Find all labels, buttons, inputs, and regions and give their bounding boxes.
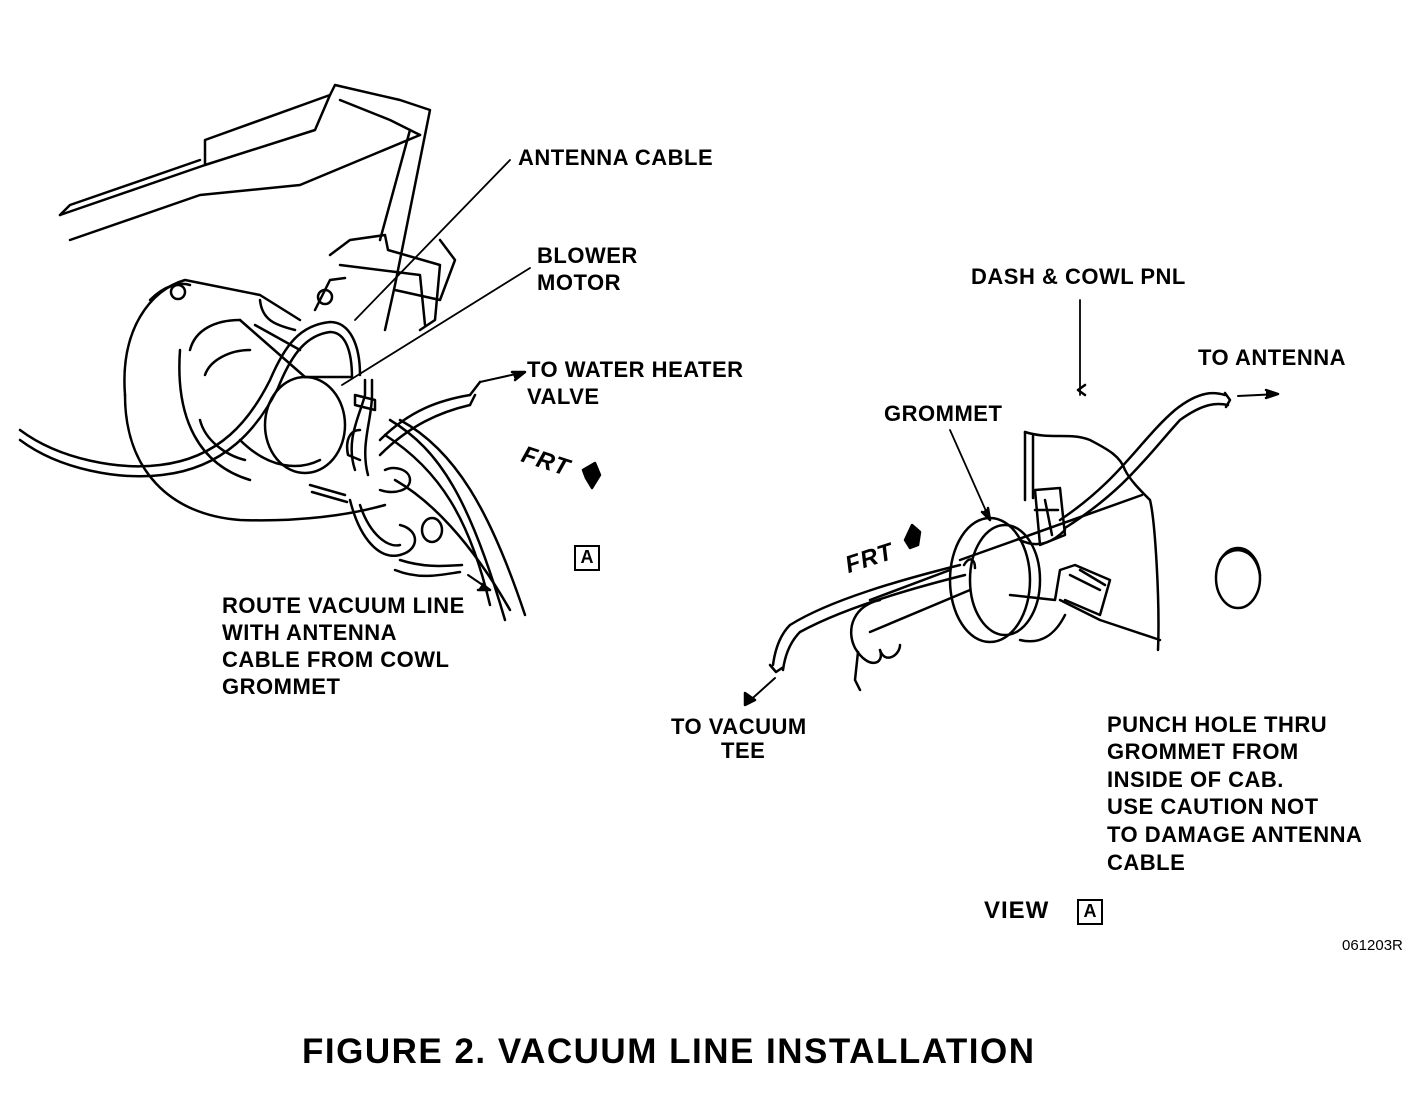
route-note-line4: GROMMET (222, 674, 341, 699)
figure-code: 061203R (1342, 937, 1403, 954)
vacuum-tee-label-line2: TEE (721, 738, 766, 763)
water-heater-label-line1: TO WATER HEATER (527, 357, 744, 382)
punch-note-line3: INSIDE OF CAB. (1107, 767, 1284, 792)
to-antenna-label: TO ANTENNA (1198, 345, 1346, 370)
blower-motor (123, 276, 387, 522)
view-label-marker: A (1077, 899, 1103, 925)
view-a-marker: A (574, 545, 600, 571)
punch-note-line2: GROMMET FROM (1107, 739, 1299, 764)
grommet-leader (949, 429, 991, 521)
punch-note-line4: USE CAUTION NOT (1107, 794, 1319, 819)
route-note-line2: WITH ANTENNA (222, 620, 398, 645)
punch-note-line5: TO DAMAGE ANTENNA (1107, 822, 1363, 847)
route-note-line1: ROUTE VACUUM LINE (222, 593, 465, 618)
vacuum-hose-right (849, 568, 972, 692)
water-heater-label-line2: VALVE (527, 384, 600, 409)
antenna-cable-right (1058, 391, 1279, 530)
antenna-cable-left (18, 320, 362, 478)
blower-motor-label-line1: BLOWER (537, 243, 638, 268)
hole-plug (1214, 546, 1262, 610)
leader-lines-left (341, 159, 531, 386)
vacuum-tee-label-line1: TO VACUUM (671, 714, 807, 739)
punch-note-line1: PUNCH HOLE THRU (1107, 712, 1328, 737)
view-label: VIEW (984, 897, 1050, 924)
vacuum-line-right (744, 558, 977, 706)
heater-housing (58, 83, 457, 332)
blower-motor-label-line2: MOTOR (537, 270, 621, 295)
route-note-line3: CABLE FROM COWL (222, 647, 450, 672)
punch-note-line6: CABLE (1107, 850, 1186, 875)
vacuum-lines-left (308, 371, 527, 622)
dash-cowl-label: DASH & COWL PNL (971, 264, 1186, 289)
antenna-cable-label: ANTENNA CABLE (518, 145, 714, 170)
figure-title: FIGURE 2. VACUUM LINE INSTALLATION (302, 1032, 1036, 1071)
dash-cowl-panel (958, 299, 1162, 652)
grommet-assembly (948, 486, 1112, 644)
grommet-label: GROMMET (884, 401, 1003, 426)
